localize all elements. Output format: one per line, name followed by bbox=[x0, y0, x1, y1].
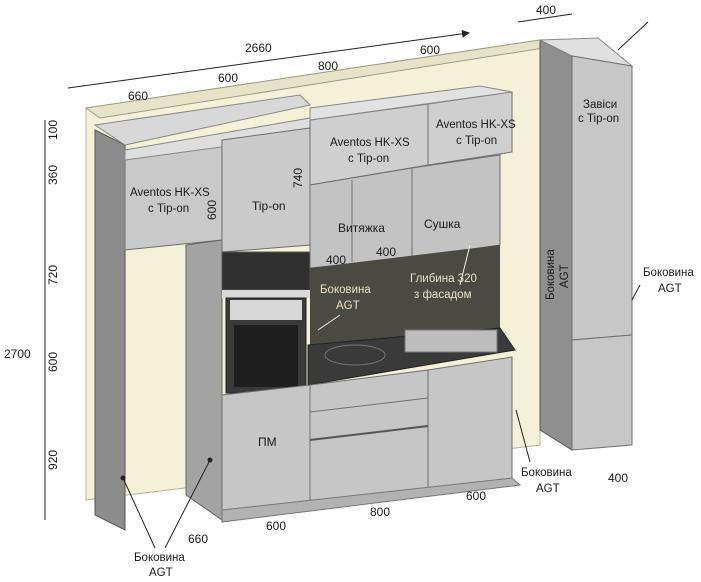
label-hinges-1: Завіси bbox=[583, 99, 617, 111]
oven-column-side bbox=[185, 239, 223, 521]
label-depth-2: з фасадом bbox=[414, 289, 472, 301]
dim-bottom-600-left: 600 bbox=[266, 519, 286, 533]
label-dryer: Сушка bbox=[424, 217, 461, 231]
column-lower-door bbox=[571, 334, 633, 451]
sink bbox=[404, 329, 498, 353]
dim-100: 100 bbox=[46, 120, 60, 140]
marker-dot-left bbox=[120, 475, 126, 481]
dim-400-dryer: 400 bbox=[376, 245, 396, 259]
dim-660: 660 bbox=[128, 89, 148, 103]
drawer-line-1 bbox=[309, 397, 429, 413]
label-aventos-mid-2: с Tip-on bbox=[348, 153, 389, 165]
label-side-column-1: Боковина bbox=[545, 249, 557, 300]
label-side-right-2: AGT bbox=[658, 283, 682, 295]
label-tip-on: Tip-on bbox=[252, 199, 286, 213]
dryer-cabinet bbox=[411, 154, 501, 259]
tip-on-cabinet bbox=[221, 127, 311, 253]
dim-line-top bbox=[67, 29, 470, 89]
leader-bottom-left-1 bbox=[122, 477, 156, 549]
dim-2700: 2700 bbox=[4, 347, 31, 361]
label-side-right-1: Боковина bbox=[643, 267, 694, 279]
dim-bottom-660: 660 bbox=[188, 532, 208, 546]
label-side-center-2: AGT bbox=[336, 300, 360, 312]
label-hinges-2: с Tip-on bbox=[578, 113, 619, 125]
dim-600-vertical: 600 bbox=[205, 200, 219, 220]
label-side-bottom-left-1: Боковина bbox=[134, 552, 185, 564]
oven-window bbox=[234, 325, 298, 387]
leader-bottom-left-2 bbox=[164, 459, 211, 549]
dim-400-top: 400 bbox=[536, 3, 556, 17]
label-aventos-right-1: Aventos HK-XS bbox=[436, 119, 516, 131]
dishwasher-cabinet bbox=[221, 384, 311, 516]
oven-panel bbox=[230, 300, 302, 320]
leader-center-panel bbox=[317, 314, 341, 331]
dim-600-b: 600 bbox=[420, 43, 440, 57]
dim-600-a: 600 bbox=[218, 71, 238, 85]
dim-arrow-400 bbox=[617, 21, 649, 51]
leader-right bbox=[631, 284, 641, 301]
hob-ring bbox=[324, 344, 386, 366]
dim-800: 800 bbox=[318, 59, 338, 73]
dim-600-left: 600 bbox=[46, 352, 60, 372]
left-side-panel bbox=[94, 129, 126, 531]
label-aventos-right-2: с Tip-on bbox=[456, 135, 497, 147]
marker-dot-column bbox=[207, 457, 213, 463]
oven-trim bbox=[222, 290, 310, 298]
label-dishwasher: ПМ bbox=[258, 435, 277, 449]
upper-mid-top bbox=[309, 85, 513, 121]
microwave bbox=[221, 251, 311, 291]
dim-bottom-600-right: 600 bbox=[466, 489, 486, 503]
label-aventos-mid-1: Aventos HK-XS bbox=[330, 137, 410, 149]
label-aventos-left-1: Aventos HK-XS bbox=[130, 187, 210, 199]
dim-bottom-800: 800 bbox=[370, 505, 390, 519]
dim-line-400 bbox=[517, 13, 573, 23]
plinth bbox=[221, 477, 522, 523]
label-side-bottom-left-2: AGT bbox=[149, 567, 173, 579]
dim-920: 920 bbox=[46, 450, 60, 470]
dim-2660: 2660 bbox=[245, 41, 272, 55]
label-side-bottom-right-1: Боковина bbox=[521, 467, 572, 479]
column-side bbox=[539, 39, 573, 451]
dim-360: 360 bbox=[46, 165, 60, 185]
dim-740: 740 bbox=[291, 168, 305, 188]
leader-bottom-right bbox=[515, 409, 531, 463]
label-aventos-left-2: с Tip-on bbox=[148, 203, 189, 215]
label-hood: Витяжка bbox=[338, 221, 385, 235]
sink-cabinet bbox=[427, 356, 513, 496]
dim-bottom-column-400: 400 bbox=[608, 471, 628, 485]
drawer-handle bbox=[309, 425, 429, 441]
leader-depth bbox=[459, 244, 471, 286]
backsplash bbox=[310, 245, 500, 345]
label-depth-1: Глибина 320 bbox=[410, 273, 477, 285]
label-side-bottom-right-2: AGT bbox=[536, 483, 560, 495]
dim-400-hood: 400 bbox=[326, 253, 346, 267]
label-side-column-2: AGT bbox=[559, 264, 571, 288]
label-side-center-1: Боковина bbox=[320, 284, 371, 296]
left-top-cornice bbox=[93, 94, 312, 146]
dim-720: 720 bbox=[46, 265, 60, 285]
